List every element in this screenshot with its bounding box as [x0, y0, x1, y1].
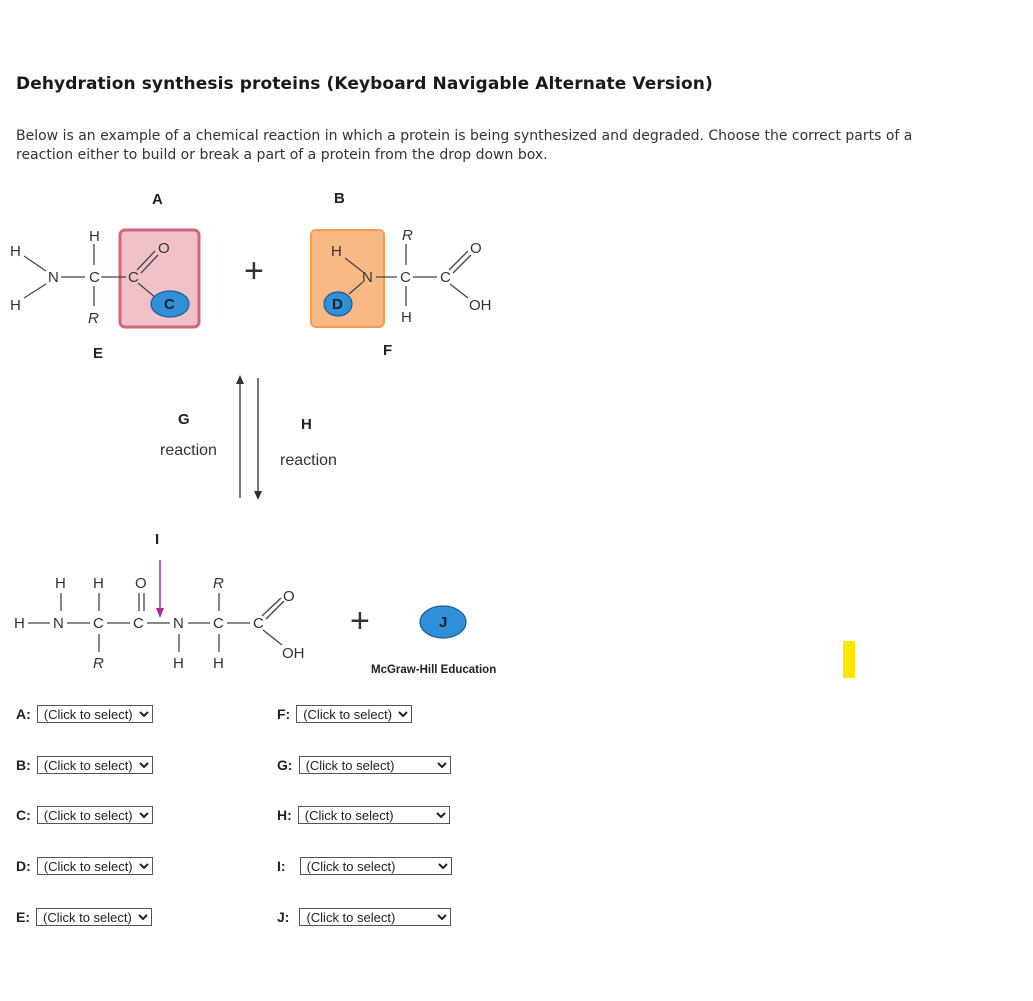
select-i[interactable]: (Click to select)	[299, 857, 452, 875]
atom-oh: OH	[282, 645, 305, 662]
atom-c: C	[133, 615, 144, 632]
select-row-h: H: (Click to select)	[277, 806, 450, 824]
select-f[interactable]: (Click to select)	[296, 705, 413, 723]
atom-n: N	[48, 269, 59, 286]
atom-h: H	[10, 297, 21, 314]
select-label-f: F:	[277, 706, 291, 722]
atom-oh: OH	[469, 297, 492, 314]
select-label-h: H:	[277, 807, 292, 823]
atom-c: C	[213, 615, 224, 632]
atom-c: C	[93, 615, 104, 632]
atom-h: H	[401, 309, 412, 326]
label-c: C	[164, 296, 175, 313]
select-label-i: I:	[277, 858, 286, 874]
atom-r: R	[213, 575, 224, 592]
atom-c: C	[440, 269, 451, 286]
select-b[interactable]: (Click to select)	[36, 756, 153, 774]
label-e: E	[93, 345, 103, 362]
label-g: G	[178, 411, 190, 428]
hydroxyl-ellipse	[150, 290, 190, 318]
atom-c: C	[400, 269, 411, 286]
instructions-text: Below is an example of a chemical reacti…	[16, 128, 913, 163]
peptide-bond-arrow	[156, 608, 164, 618]
atom-o: O	[135, 575, 147, 592]
atom-n: N	[362, 269, 373, 286]
select-row-b: B: (Click to select)	[16, 756, 153, 774]
select-row-a: A: (Click to select)	[16, 705, 153, 723]
atom-r: R	[93, 655, 104, 672]
label-j: J	[439, 614, 447, 631]
select-d[interactable]: (Click to select)	[36, 857, 153, 875]
reaction-word-g: reaction	[160, 442, 217, 459]
water-ellipse	[419, 605, 467, 639]
atom-h: H	[213, 655, 224, 672]
atom-h: H	[93, 575, 104, 592]
reaction-diagram: A B H H N C H R C O C E + H N D C R H C …	[10, 190, 496, 676]
select-row-d: D: (Click to select)	[16, 857, 153, 875]
select-row-i: I: (Click to select)	[277, 857, 452, 875]
atom-c: C	[89, 269, 100, 286]
label-b: B	[334, 190, 345, 207]
plus-sign: +	[350, 602, 370, 640]
atom-c: C	[128, 269, 139, 286]
select-j[interactable]: (Click to select)	[299, 908, 452, 926]
atom-r: R	[88, 310, 99, 327]
select-label-b: B:	[16, 757, 31, 773]
select-row-j: J: (Click to select)	[277, 908, 452, 926]
reaction-word-h: reaction	[280, 452, 337, 469]
select-row-f: F: (Click to select)	[277, 705, 413, 723]
select-label-d: D:	[16, 858, 31, 874]
atom-n: N	[173, 615, 184, 632]
atom-h: H	[10, 243, 21, 260]
atom-o: O	[470, 240, 482, 257]
atom-h: H	[14, 615, 25, 632]
atom-h: H	[173, 655, 184, 672]
select-label-c: C:	[16, 807, 31, 823]
label-i: I	[155, 531, 159, 548]
label-d: D	[332, 296, 343, 313]
select-a[interactable]: (Click to select)	[36, 705, 153, 723]
page-title: Dehydration synthesis proteins (Keyboard…	[16, 74, 713, 94]
select-label-j: J:	[277, 909, 290, 925]
select-row-c: C: (Click to select)	[16, 806, 153, 824]
select-label-e: E:	[16, 909, 30, 925]
label-f: F	[383, 342, 392, 359]
select-g[interactable]: (Click to select)	[298, 756, 451, 774]
atom-h: H	[331, 243, 342, 260]
select-row-e: E: (Click to select)	[16, 908, 152, 926]
atom-h: H	[89, 228, 100, 245]
hydrogen-ellipse	[323, 291, 353, 317]
select-h[interactable]: (Click to select)	[297, 806, 450, 824]
label-a: A	[152, 191, 163, 208]
select-c[interactable]: (Click to select)	[36, 806, 153, 824]
atom-n: N	[53, 615, 64, 632]
select-e[interactable]: (Click to select)	[36, 908, 152, 926]
atom-o: O	[158, 240, 170, 257]
label-h: H	[301, 416, 312, 433]
highlight-marker	[843, 641, 855, 678]
atom-h: H	[55, 575, 66, 592]
credit-text: McGraw-Hill Education	[371, 664, 496, 676]
select-label-g: G:	[277, 757, 293, 773]
select-row-g: G: (Click to select)	[277, 756, 451, 774]
select-label-a: A:	[16, 706, 31, 722]
plus-sign: +	[244, 252, 264, 290]
atom-r: R	[402, 227, 413, 244]
atom-c: C	[253, 615, 264, 632]
atom-o: O	[283, 588, 295, 605]
